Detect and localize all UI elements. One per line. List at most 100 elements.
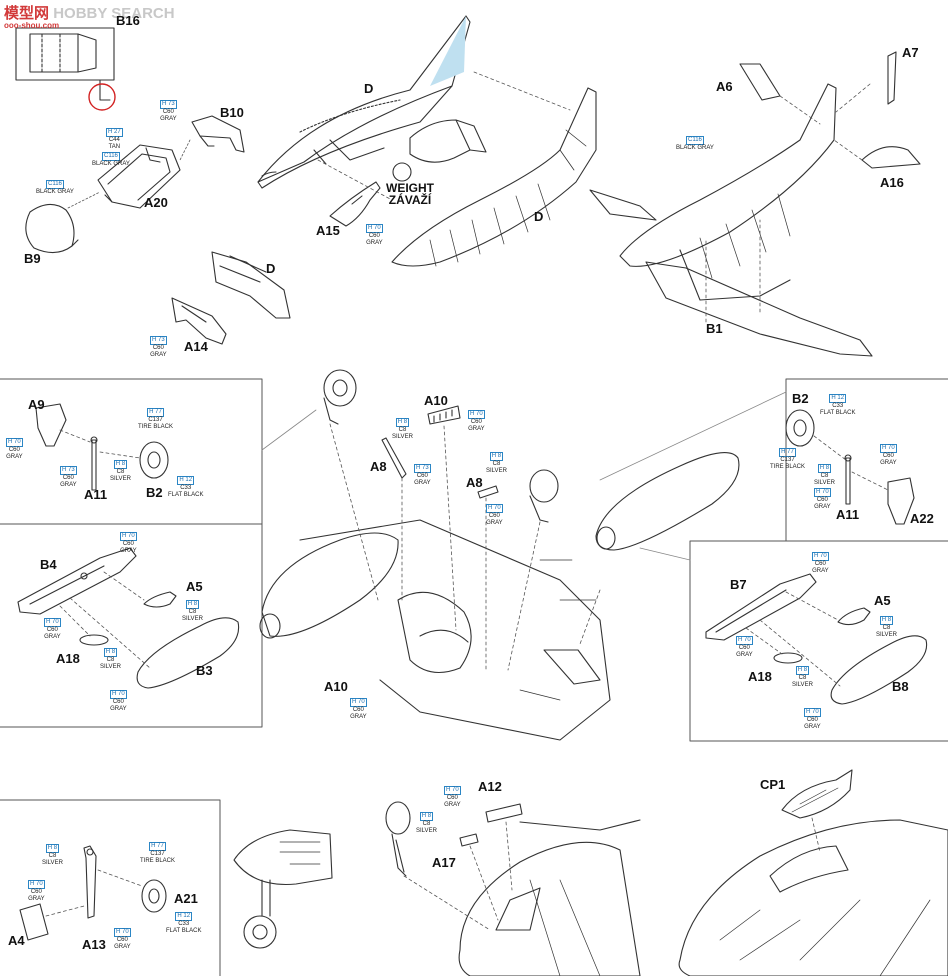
b16-detail (15, 27, 116, 111)
label-a20: A20 (144, 195, 168, 210)
label-b10: B10 (220, 105, 244, 120)
weight-line1: WEIGHT (386, 181, 434, 195)
tank-right-leaders (745, 591, 841, 687)
aircraft-top-right (589, 83, 873, 357)
watermark: 模型网 HOBBY SEARCH ooo-shou.com (4, 2, 175, 30)
label-d-low: D (266, 261, 276, 276)
center-wheel-right (529, 469, 559, 523)
label-a21: A21 (174, 891, 198, 906)
part-b4 (17, 547, 137, 615)
tank-b8 (830, 635, 928, 705)
label-b4: B4 (40, 557, 57, 572)
fuselage-leaders (317, 71, 571, 201)
callout-right (599, 391, 787, 481)
fuselage-half-d-top (257, 15, 471, 189)
label-cp1: CP1 (760, 777, 786, 792)
part-b10 (191, 115, 245, 153)
label-b7: B7 (730, 577, 747, 592)
label-a14: A14 (184, 339, 208, 354)
cockpit-tub-a20 (97, 144, 181, 209)
watermark-cn: 模型网 (4, 5, 50, 22)
tank-left-leaders (59, 571, 151, 669)
label-a22: A22 (910, 511, 934, 526)
panel-borders (0, 378, 948, 976)
center-a8-top (381, 437, 407, 479)
nose-inset (233, 829, 333, 949)
weight-line2: ZÁVAŽÍ (388, 193, 432, 207)
part-a16 (861, 146, 921, 169)
part-a12 (485, 803, 523, 823)
label-a18-right: A18 (748, 669, 772, 684)
label-a10-low: A10 (324, 679, 348, 694)
watermark-en: HOBBY SEARCH (53, 5, 175, 22)
label-b2-right: B2 (792, 391, 809, 406)
label-b16: B16 (116, 13, 140, 28)
label-b9: B9 (24, 251, 41, 266)
fuselage-nose-right (678, 819, 948, 976)
tank-b3 (136, 617, 240, 689)
label-b3: B3 (196, 663, 213, 678)
label-a17: A17 (432, 855, 456, 870)
leader-lines-cockpit (67, 139, 191, 209)
nose-wheel-mid (385, 801, 411, 877)
nose-gear-a13 (83, 845, 97, 919)
center-tank (595, 452, 740, 551)
label-a16: A16 (880, 175, 904, 190)
canopy-leader (811, 817, 821, 853)
part-a14 (171, 297, 227, 345)
wheel-a21 (141, 879, 167, 913)
label-a9: A9 (28, 397, 45, 412)
part-a18-right (773, 652, 803, 664)
label-b8: B8 (892, 679, 909, 694)
part-b7 (705, 573, 817, 641)
label-a11-left: A11 (84, 487, 108, 502)
nose-gear-leaders (45, 869, 143, 917)
wheel-b2-left (139, 441, 169, 479)
label-a5-left: A5 (186, 579, 203, 594)
center-a8-mid (477, 485, 499, 499)
wheel-b2-right (785, 409, 815, 447)
gear-a9 (35, 403, 67, 447)
plate-a4 (19, 903, 49, 941)
part-a18-left (79, 634, 109, 646)
label-b1: B1 (706, 321, 723, 336)
part-a6 (739, 63, 781, 101)
parts-a15 (329, 181, 381, 227)
callout-right-low (639, 547, 691, 561)
label-a13: A13 (82, 937, 106, 952)
part-a5-left (143, 591, 177, 608)
label-b2-left: B2 (146, 485, 163, 500)
intake-d-lower (211, 251, 291, 319)
watermark-url: ooo-shou.com (4, 21, 60, 30)
weight-label: WEIGHT ZÁVAŽÍ (386, 182, 434, 206)
center-a10-top (427, 405, 461, 425)
weight-circle (392, 162, 412, 182)
